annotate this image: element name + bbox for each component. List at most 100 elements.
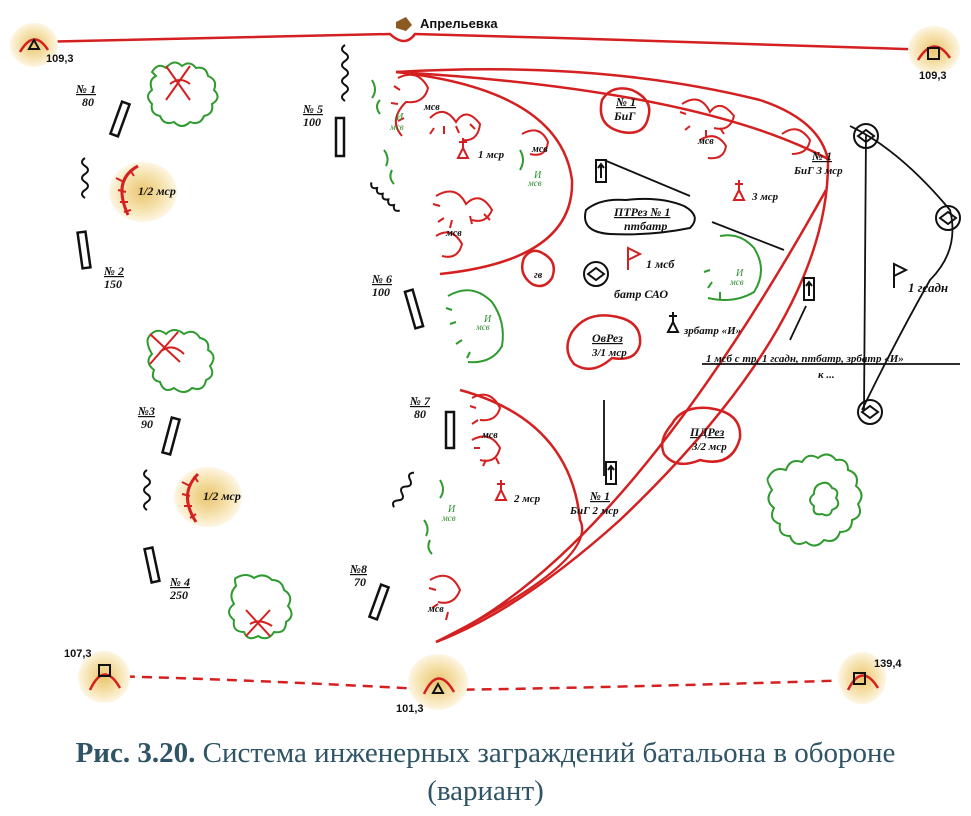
big1-number: № 1 — [615, 95, 636, 109]
road-bottom-dashed — [107, 674, 859, 692]
minefield-4-number: № 4 — [169, 575, 190, 589]
svg-text:мсв: мсв — [697, 136, 714, 147]
green-obstacle-area-4 — [766, 453, 863, 547]
sand-half-msr-top — [109, 162, 177, 222]
sand-bottom-left — [78, 651, 130, 703]
reserve-areas — [521, 87, 742, 466]
village-house-icon — [396, 17, 412, 31]
unit-labels: 1 мср 3 мср 2 мср гв № 1 БиГ № 1 БиГ 3 м… — [478, 95, 948, 517]
msr1-triangle-icon — [456, 138, 470, 159]
caption-line-1: Система инженерных заграждений батальона… — [202, 737, 896, 769]
minefield-1-value: 80 — [82, 95, 94, 109]
green-msv-label: мсв — [441, 513, 456, 523]
ptrez-title: ПТРез № 1 — [613, 205, 670, 219]
point-label-101-3: 101,3 — [396, 703, 424, 715]
unit-symbols — [456, 138, 909, 501]
svg-text:мсв: мсв — [531, 144, 548, 155]
mine-rectangles — [76, 100, 456, 621]
sand-bottom-center — [408, 654, 468, 710]
ovrez-area — [566, 314, 642, 371]
caption-line-2: (вариант) — [427, 775, 544, 807]
pdrez-area — [661, 406, 742, 466]
triangle-landmark-icon — [27, 37, 41, 50]
gv-area — [521, 249, 555, 288]
big3-number: № 1 — [811, 149, 832, 163]
green-obstacle-area-2 — [146, 329, 215, 393]
zrbatr-triangle-icon — [666, 312, 680, 333]
minefield-6-number: № 6 — [371, 272, 392, 286]
point-label-107-3: 107,3 — [64, 648, 92, 660]
ovrez-title: ОвРез — [592, 331, 623, 345]
figure-number: Рис. 3.20. — [75, 737, 196, 769]
minefield-3-value: 90 — [141, 417, 153, 431]
sand-bottom-right — [838, 652, 886, 704]
village-label: Апрельевка — [420, 16, 498, 31]
square-landmark-icon — [98, 664, 111, 677]
msr3-label: 3 мср — [751, 191, 779, 203]
triangle-landmark-icon — [431, 681, 445, 694]
half-msr-bottom-label: 1/2 мср — [203, 489, 241, 503]
counterattack-line-2: к ... — [818, 369, 835, 381]
minefield-7-value: 80 — [414, 407, 426, 421]
barrier-gate-icons — [595, 159, 815, 485]
counterattack-line-1: 1 мсб с тр, 1 гсадн, птбатр, зрбатр «И» — [706, 353, 904, 365]
point-label-139-4: 139,4 — [874, 658, 902, 670]
sand-top-left — [10, 23, 58, 67]
big2-name: БиГ 2 мср — [569, 505, 619, 517]
zrbatr-label: зрбатр «И» — [683, 325, 741, 337]
defense-obstacle-diagram: Апрельевка 109,3 109,3 107,3 101,3 139,4… — [10, 16, 961, 715]
svg-text:мсв: мсв — [423, 102, 440, 113]
minefield-2-number: № 2 — [103, 264, 124, 278]
green-msv-label: мсв — [729, 277, 744, 287]
msr2-triangle-icon — [494, 480, 508, 501]
gv-label: гв — [534, 270, 543, 281]
barbed-wire-chains — [81, 44, 415, 511]
demolition-cross-icon — [245, 609, 273, 637]
green-trench-ticks — [445, 269, 721, 359]
minefield-5-number: № 5 — [302, 102, 323, 116]
green-i-label: И — [395, 112, 404, 123]
msr1-label: 1 мср — [478, 149, 505, 161]
svg-text:мсв: мсв — [445, 228, 462, 239]
ptrez-subtitle: птбатр — [624, 219, 667, 233]
motor-rifle-platoon-trenches — [395, 73, 812, 604]
minefield-8-value: 70 — [354, 575, 366, 589]
green-i-label: И — [735, 268, 744, 279]
minefield-2-value: 150 — [104, 277, 122, 291]
sand-top-right — [908, 26, 960, 74]
big3-name: БиГ 3 мср — [793, 165, 843, 177]
big1-name: БиГ — [613, 109, 636, 123]
ovrez-subtitle: 3/1 мср — [591, 347, 627, 359]
big2-number: № 1 — [589, 489, 610, 503]
battalion-defense-arcs — [395, 68, 831, 644]
minefield-1-number: № 1 — [75, 82, 96, 96]
minefield-6-value: 100 — [372, 285, 390, 299]
minefield-5-value: 100 — [303, 115, 321, 129]
direction-lines — [603, 125, 960, 476]
ptrez-area — [584, 197, 696, 236]
svg-text:мсв: мсв — [427, 604, 444, 615]
minefield-labels: № 1 80 № 2 150 №3 90 № 4 250 № 5 100 № 6… — [75, 82, 431, 602]
figure-caption: Рис. 3.20. Система инженерных заграждени… — [0, 734, 971, 772]
msv-labels: мсв мсв мсв мсв мсв мсв — [423, 102, 714, 615]
half-msr-top-label: 1/2 мср — [138, 184, 176, 198]
sand-half-msr-bottom — [174, 467, 242, 527]
green-trench-positions — [371, 79, 762, 555]
green-obstacle-area-3 — [228, 574, 293, 640]
point-label-109-3-right: 109,3 — [919, 70, 947, 82]
green-i-label: И — [483, 314, 492, 325]
green-unit-labels: И мсв И мсв И мсв И мсв И мсв — [389, 112, 744, 523]
big1-area — [599, 87, 651, 134]
square-landmark-icon — [853, 672, 866, 685]
minefield-3-number: №3 — [137, 404, 155, 418]
minefield-8-number: №8 — [349, 562, 367, 576]
circle-mine-icons — [583, 123, 961, 425]
gsadn-flag-icon — [893, 262, 909, 288]
msr2-label: 2 мср — [513, 493, 541, 505]
msr3-triangle-icon — [732, 180, 746, 201]
green-msv-label: мсв — [475, 322, 490, 332]
point-label-109-3-left: 109,3 — [46, 53, 74, 65]
green-msv-label: мсв — [389, 122, 404, 132]
road-top-line — [33, 32, 936, 52]
